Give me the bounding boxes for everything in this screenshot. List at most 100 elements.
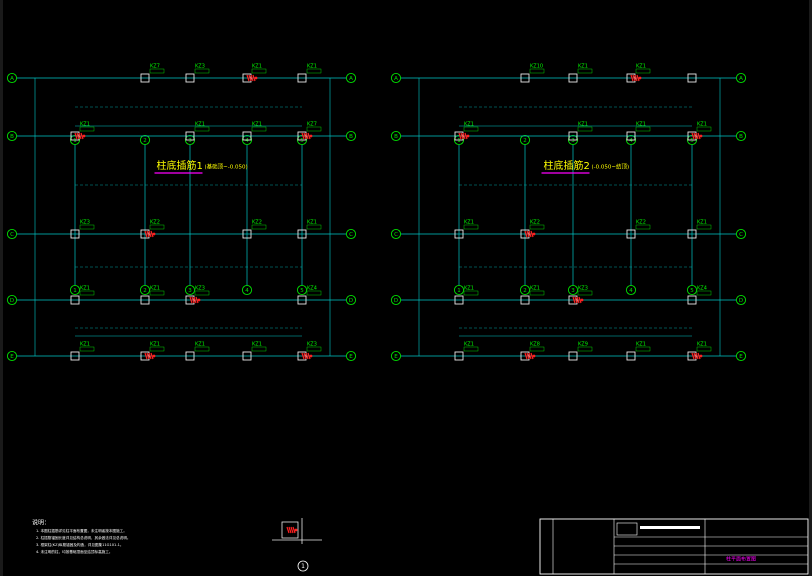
right-plan-rebar-mark (524, 352, 536, 360)
left-plan-column (140, 73, 150, 83)
left-plan-title: 柱底插筋1 (157, 159, 203, 172)
left-plan-rebar-mark (144, 352, 156, 360)
left-plan-rebar-mark (189, 296, 201, 304)
right-plan-column (626, 229, 636, 239)
right-plan-column-label: KZ2 (636, 220, 646, 226)
right-plan-column-spec (529, 224, 545, 230)
right-plan-column (568, 73, 578, 83)
right-plan-column (626, 131, 636, 141)
left-plan-rebar-mark-bar (248, 74, 252, 82)
right-plan-rebar-mark-bar (691, 352, 695, 360)
right-plan-column-label: KZ1 (697, 122, 707, 128)
left-plan-rebar-mark-bar (148, 230, 152, 238)
left-plan-column-label: KZ3 (195, 64, 205, 70)
title-block-drawing-name: 柱平面布置图 (726, 556, 756, 563)
left-plan-column-spec (251, 346, 267, 352)
right-plan-rebar-mark-bar (695, 132, 699, 140)
left-plan-column-spec (306, 290, 322, 296)
left-plan-column-spec (306, 68, 322, 74)
right-plan-column (687, 295, 697, 305)
left-plan-rebar-mark-bar (148, 352, 152, 360)
left-plan-column-spec (79, 290, 95, 296)
right-plan-rebar-mark-bar (630, 74, 634, 82)
left-plan-column-spec (306, 224, 322, 230)
left-plan-left-axis-bubble (6, 350, 18, 362)
detail-rebar-bar (288, 526, 292, 534)
right-plan-rebar-mark (524, 230, 536, 238)
detail-rebar-bar (292, 526, 296, 534)
left-plan-rebar-mark-bar (189, 296, 193, 304)
right-plan-title: 柱底插筋2 (544, 159, 590, 172)
left-plan-rebar-mark-bar (191, 296, 195, 304)
right-plan-rebar-mark-bar (528, 352, 532, 360)
left-plan-column (242, 73, 252, 83)
left-plan-rebar-mark-bar (301, 132, 305, 140)
left-plan-range: (基础顶~-0.050) (205, 163, 248, 171)
right-plan-right-axis-bubble-label: E (739, 354, 743, 360)
right-plan-column (568, 351, 578, 361)
left-plan-right-axis-bubble (345, 294, 357, 306)
left-plan-column-label: KZ1 (252, 122, 262, 128)
right-plan-right-axis-bubble (735, 130, 747, 142)
notes-line: 4. 未注明的柱，均按基础顶面至结顶标高施工。 (36, 549, 112, 554)
right-plan-rebar-mark-dot (532, 232, 536, 236)
right-plan-rebar-mark (691, 352, 703, 360)
left-plan-rebar-mark-bar (307, 132, 311, 140)
right-plan-column-label: KZ3 (578, 286, 588, 292)
left-plan-top-axis-bubble-label: 1 (73, 288, 77, 294)
right-plan-left-axis-bubble (390, 130, 402, 142)
right-plan-left-axis-bubble (390, 228, 402, 240)
left-plan-column-label: KZ3 (307, 342, 317, 348)
right-plan-column-spec (635, 346, 651, 352)
left-plan-column (185, 131, 195, 141)
right-plan-rebar-mark-bar (530, 352, 534, 360)
left-plan-column (242, 351, 252, 361)
right-plan-column (687, 229, 697, 239)
left-plan-top-axis-bubble-label: 4 (245, 288, 249, 294)
left-plan-left-axis-bubble-label: A (10, 76, 14, 82)
left-plan-rebar-mark-bar (303, 132, 307, 140)
left-plan-column (70, 229, 80, 239)
right-plan-column (454, 229, 464, 239)
right-plan-column-label: KZ8 (530, 342, 540, 348)
right-plan-rebar-mark-bar (693, 132, 697, 140)
left-plan-top-axis-bubble (69, 284, 81, 296)
right-plan-column-spec (463, 346, 479, 352)
right-plan-bottom-axis-bubble-label: 2 (523, 138, 527, 144)
left-plan-column (140, 295, 150, 305)
left-plan-bottom-axis-bubble-label: 2 (143, 138, 147, 144)
right-plan-column (520, 229, 530, 239)
right-plan-rebar-mark-bar (464, 132, 468, 140)
left-plan-column (297, 73, 307, 83)
right-plan-top-axis-bubble (519, 284, 531, 296)
right-plan-rebar-mark-bar (530, 230, 534, 238)
right-plan-column-spec (696, 126, 712, 132)
right-plan-top-axis-bubble-label: 4 (629, 288, 633, 294)
left-plan-column-label: KZ1 (252, 342, 262, 348)
left-plan-rebar-mark-bar (150, 352, 154, 360)
detail-rebar (286, 526, 298, 534)
left-plan-right-axis-bubble-label: D (349, 298, 353, 304)
left-plan-top-axis-bubble (241, 284, 253, 296)
left-plan-rebar-mark (246, 74, 258, 82)
right-plan-column-spec (529, 68, 545, 74)
left-plan-column-label: KZ7 (307, 122, 317, 128)
left-plan-top-axis-bubble (296, 284, 308, 296)
left-plan-rebar-mark-bar (195, 296, 199, 304)
right-plan-column-spec (463, 126, 479, 132)
right-plan-column (687, 351, 697, 361)
right-plan-column-label: KZ1 (578, 64, 588, 70)
right-plan-bottom-axis-bubble-label: 1 (457, 138, 461, 144)
left-plan-column (185, 295, 195, 305)
right-plan-column-label: KZ2 (530, 220, 540, 226)
right-plan-column-label: KZ1 (530, 286, 540, 292)
right-plan-column-spec (696, 346, 712, 352)
left-plan-left-axis-bubble (6, 72, 18, 84)
right-plan-rebar-mark-bar (632, 74, 636, 82)
left-plan-rebar-mark-dot (309, 134, 313, 138)
right-plan-column-label: KZ10 (530, 64, 543, 70)
right-plan-rebar-mark-bar (526, 352, 530, 360)
left-plan-bottom-axis-bubble-label: 4 (245, 138, 249, 144)
